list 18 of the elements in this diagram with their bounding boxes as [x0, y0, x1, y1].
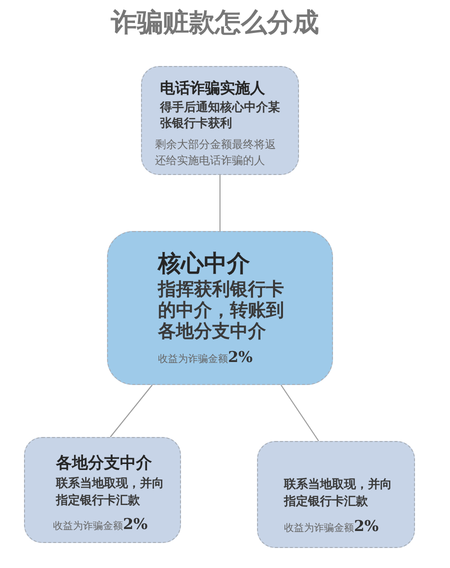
box-text: 联系当地取现，并向指定银行卡汇款: [56, 475, 165, 508]
box-heading: 核心中介: [158, 251, 250, 278]
box-note: 收益为诈骗金额2%: [53, 516, 148, 535]
box-heading: 电话诈骗实施人: [160, 79, 265, 97]
rounded-box: [24, 437, 181, 543]
box-note: 收益为诈骗金额2%: [284, 518, 379, 537]
box-heading: 各地分支中介: [56, 453, 152, 473]
box-text: 指挥获利银行卡的中介，转账到各地分支中介: [158, 279, 285, 342]
box-text: 得手后通知核心中介某张银行卡获利: [160, 99, 281, 131]
box-note: 剩余大部分金额最终将返还给实施电话诈骗的人: [155, 137, 277, 169]
box-text: 联系当地取现，并向指定银行卡汇款: [284, 476, 393, 509]
rounded-box: [141, 66, 299, 175]
rounded-box: [107, 231, 333, 385]
connector-line: [110, 384, 153, 438]
rounded-box: [257, 441, 415, 548]
connector-line: [280, 384, 320, 442]
box-note: 收益为诈骗金额2%: [158, 349, 253, 368]
diagram-title: 诈骗赃款怎么分成: [110, 7, 320, 40]
